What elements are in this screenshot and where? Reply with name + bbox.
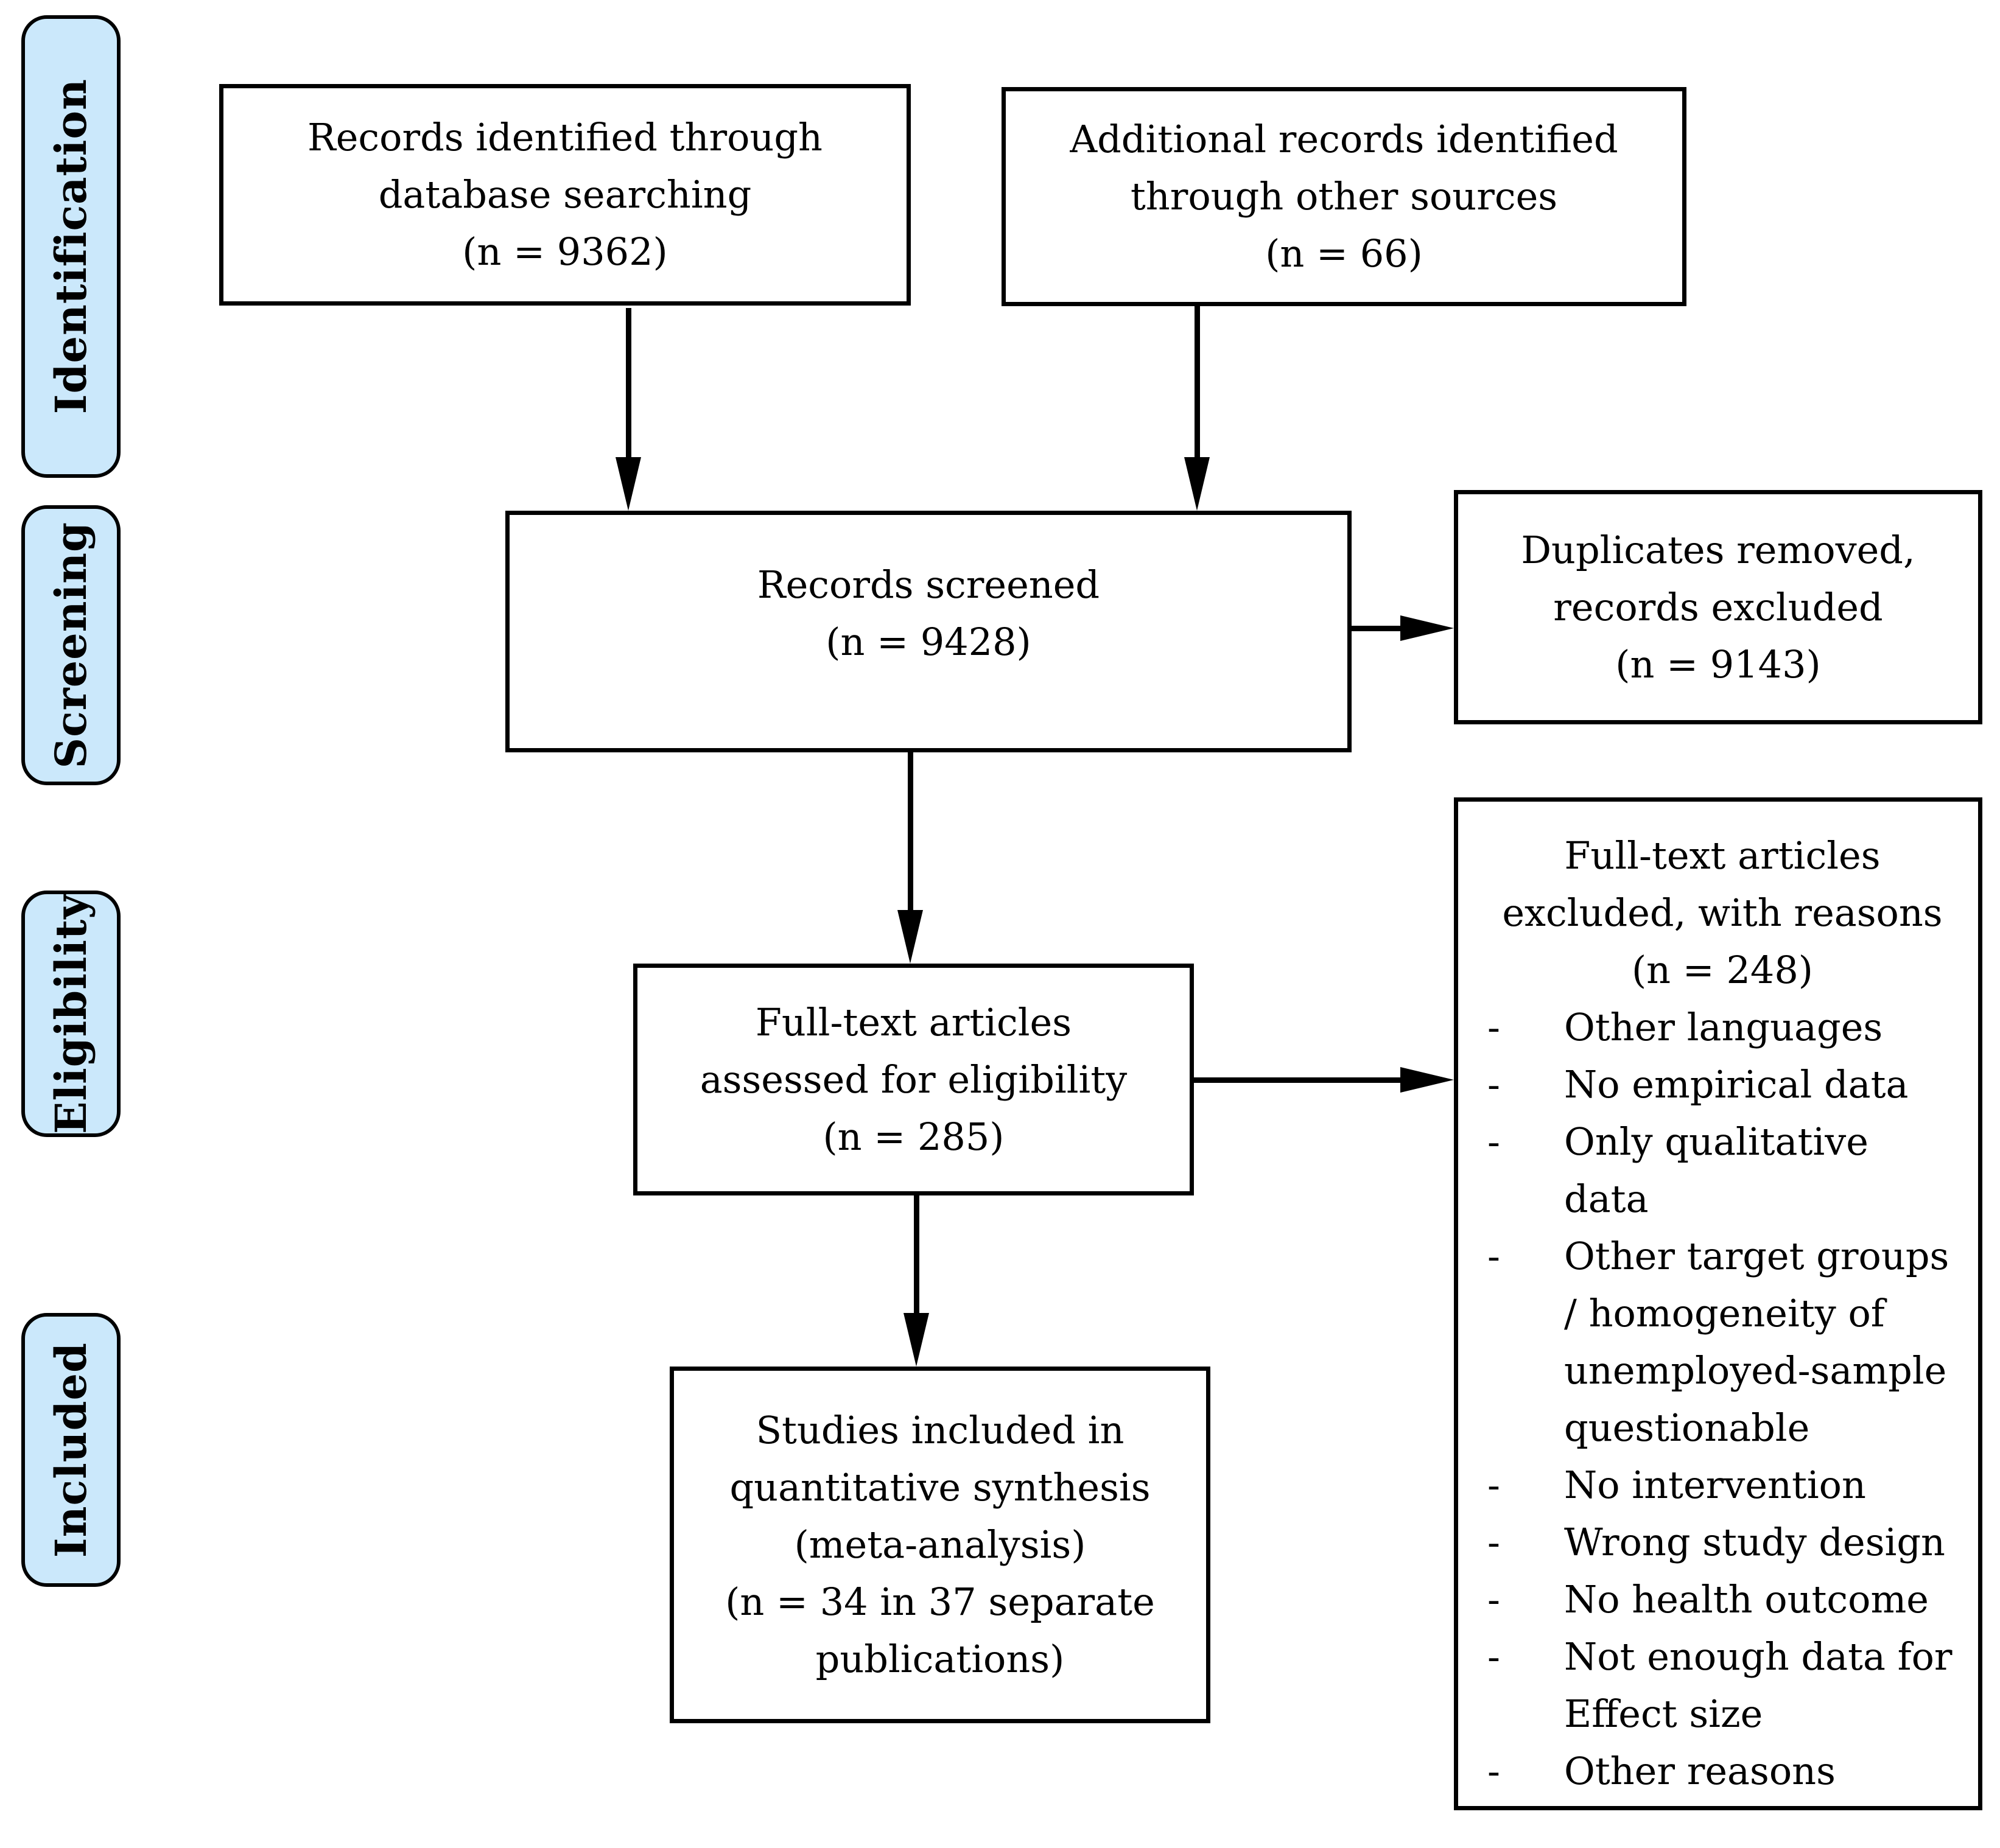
stage-included: Included: [21, 1313, 121, 1587]
bullet-dash: -: [1487, 1577, 1500, 1622]
arrow-screened-to-fulltext: [908, 752, 913, 914]
excluded-reason-item: - Other languages: [1484, 999, 1961, 1056]
box-additional-records-text: Additional records identified through ot…: [1070, 117, 1618, 276]
excluded-reason-item: - Not enough data for Effect size: [1484, 1628, 1961, 1743]
arrowhead-down-icon: [904, 1313, 929, 1367]
excluded-reason-item: - No intervention: [1484, 1457, 1961, 1514]
stage-identification-label: Identification: [46, 79, 96, 415]
arrow-additional-to-screened: [1195, 306, 1200, 463]
box-fulltext-excluded: Full-text articles excluded, with reason…: [1454, 797, 1982, 1810]
stage-included-label: Included: [46, 1342, 96, 1558]
stage-eligibility: Eligibility: [21, 891, 121, 1137]
stage-eligibility-label: Eligibility: [46, 894, 96, 1134]
box-fulltext-assessed: Full-text articles assessed for eligibil…: [633, 964, 1194, 1195]
bullet-dash: -: [1487, 1234, 1500, 1278]
arrow-fulltext-to-included: [914, 1195, 919, 1317]
excluded-reason-item: - Other target groups / homogeneity of u…: [1484, 1228, 1961, 1457]
box-records-screened-text: Records screened (n = 9428): [757, 562, 1100, 664]
arrow-fulltext-to-excluded: [1194, 1077, 1407, 1083]
excluded-reason-item: - Wrong study design: [1484, 1514, 1961, 1571]
arrow-identified-to-screened: [626, 308, 631, 463]
box-additional-records: Additional records identified through ot…: [1002, 87, 1686, 306]
box-studies-included: Studies included in quantitative synthes…: [670, 1367, 1210, 1723]
excluded-reason-item: - No empirical data: [1484, 1056, 1961, 1113]
bullet-dash: -: [1487, 1463, 1500, 1507]
arrow-screened-to-duplicates: [1352, 626, 1409, 631]
arrowhead-right-icon: [1400, 615, 1454, 641]
box-duplicates-removed-text: Duplicates removed, records excluded (n …: [1521, 527, 1915, 687]
stage-screening: Screening: [21, 505, 121, 785]
excluded-reason-item: - No health outcome: [1484, 1571, 1961, 1628]
arrowhead-right-icon: [1400, 1067, 1454, 1093]
box-fulltext-excluded-header: Full-text articles excluded, with reason…: [1502, 833, 1943, 992]
box-records-identified: Records identified through database sear…: [219, 84, 911, 306]
bullet-dash: -: [1487, 1634, 1500, 1679]
bullet-dash: -: [1487, 1749, 1500, 1793]
box-studies-included-text: Studies included in quantitative synthes…: [725, 1408, 1155, 1681]
box-records-screened: Records screened (n = 9428): [505, 511, 1352, 752]
bullet-dash: -: [1487, 1005, 1500, 1049]
arrowhead-down-icon: [1184, 457, 1210, 511]
arrowhead-down-icon: [897, 910, 923, 964]
box-fulltext-assessed-text: Full-text articles assessed for eligibil…: [700, 999, 1128, 1159]
bullet-dash: -: [1487, 1520, 1500, 1564]
excluded-reason-item: - Only qualitative data: [1484, 1113, 1961, 1228]
box-records-identified-text: Records identified through database sear…: [307, 115, 823, 274]
bullet-dash: -: [1487, 1119, 1500, 1164]
bullet-dash: -: [1487, 1062, 1500, 1107]
stage-screening-label: Screening: [46, 522, 96, 769]
arrowhead-down-icon: [616, 457, 641, 511]
excluded-reason-item: - Other reasons: [1484, 1743, 1961, 1800]
box-duplicates-removed: Duplicates removed, records excluded (n …: [1454, 490, 1982, 724]
stage-identification: Identification: [21, 15, 121, 478]
